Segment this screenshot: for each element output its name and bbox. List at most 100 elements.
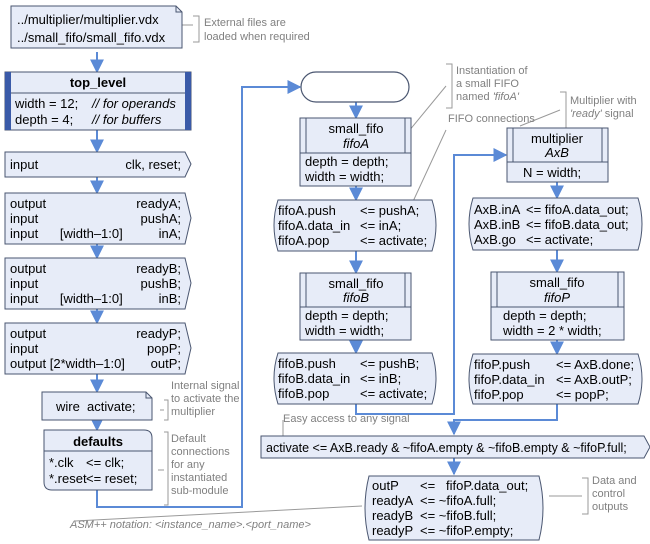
svg-text:Default: Default [171, 433, 206, 445]
svg-text:pushB;: pushB; [141, 276, 181, 291]
files-note: External files are loaded when required [204, 17, 310, 43]
svg-text:control: control [592, 488, 625, 500]
svg-text:loaded when required: loaded when required [204, 31, 310, 43]
svg-text:fifoB.data_in: fifoB.data_in [278, 371, 350, 386]
external-files-box: ../multiplier/multiplier.vdx ../small_fi… [10, 5, 183, 49]
svg-text:<= pushA;: <= pushA; [360, 203, 419, 218]
input-clk-box: input clk, reset; [4, 151, 192, 178]
svg-text:width = 2 * width;: width = 2 * width; [502, 323, 602, 338]
svg-text:fifoA.push: fifoA.push [278, 203, 336, 218]
svg-text:fifoA.pop: fifoA.pop [278, 233, 329, 248]
top-level-title: top_level [70, 75, 126, 90]
svg-text:<= AxB.outP;: <= AxB.outP; [556, 372, 632, 387]
start-terminal [300, 71, 410, 103]
svg-text:outputs: outputs [592, 501, 629, 513]
fifoA-connections-box: fifoA.push <= pushA; fifoA.data_in <= in… [273, 199, 437, 252]
svg-text:*.clk: *.clk [49, 455, 74, 470]
svg-text:outP: outP [372, 478, 399, 493]
arrow-defaults-to-start [96, 80, 302, 508]
svg-text:Data and: Data and [592, 475, 637, 487]
svg-text:pushA;: pushA; [141, 211, 181, 226]
svg-text:AxB.go: AxB.go [474, 232, 516, 247]
svg-text:fifoA: fifoA [343, 136, 369, 151]
svg-text:multiplier: multiplier [531, 131, 584, 146]
wire-box: wire activate; [41, 391, 153, 421]
svg-text:depth = depth;: depth = depth; [503, 308, 587, 323]
svg-text:<= reset;: <= reset; [86, 471, 137, 486]
defaults-note: Default connections for any instantiated… [171, 433, 230, 497]
svg-text:popP;: popP; [147, 341, 181, 356]
svg-text:input [width–1:0]: input [width–1:0] [10, 226, 123, 241]
svg-text:<= activate;: <= activate; [360, 386, 427, 401]
svg-text:readyP;: readyP; [136, 326, 181, 341]
fifo-connections-note: FIFO connections [448, 113, 535, 125]
outputs-box: outP <= fifoP.data_out; readyA <= ~fifoA… [364, 475, 544, 541]
fifoB-connections-box: fifoB.push <= pushB; fifoB.data_in <= in… [273, 352, 437, 405]
file-multiplier: ../multiplier/multiplier.vdx [17, 12, 159, 27]
svg-text:'ready' signal: 'ready' signal [570, 108, 634, 120]
svg-text:<= activate;: <= activate; [526, 232, 593, 247]
fifoP-connections-box: fifoP.push <= AxB.done; fifoP.data_in <=… [468, 353, 643, 405]
svg-text:// for operands: // for operands [91, 96, 176, 111]
outputs-note: Data and control outputs [592, 475, 637, 513]
svg-text:*.reset: *.reset [49, 471, 87, 486]
svg-text:<= activate;: <= activate; [360, 233, 427, 248]
svg-text:sub-module: sub-module [171, 485, 228, 497]
svg-text:connections: connections [171, 446, 230, 458]
svg-text:to activate the: to activate the [171, 393, 240, 405]
svg-text:named 'fifoA': named 'fifoA' [456, 91, 520, 103]
svg-text:<= AxB.done;: <= AxB.done; [556, 357, 634, 372]
svg-text:width = width;: width = width; [304, 169, 384, 184]
svg-text:readyA: readyA [372, 493, 414, 508]
svg-text:small_fifo: small_fifo [329, 276, 384, 291]
svg-text:output: output [10, 196, 47, 211]
svg-text:fifoB.pop: fifoB.pop [278, 386, 329, 401]
svg-text:inA;: inA; [159, 226, 181, 241]
svg-text:fifoP: fifoP [544, 290, 570, 305]
svg-text:small_fifo: small_fifo [329, 121, 384, 136]
svg-text:input: input [10, 157, 39, 172]
note-lines [74, 15, 589, 522]
svg-text:fifoA.data_in: fifoA.data_in [278, 218, 350, 233]
multiplier-connections-box: AxB.inA <= fifoA.data_out; AxB.inB <= fi… [468, 197, 643, 251]
svg-text:AxB: AxB [544, 145, 569, 160]
svg-text:depth = depth;: depth = depth; [305, 308, 389, 323]
fifoB-instance-box: small_fifo fifoB depth = depth; width = … [299, 272, 412, 341]
asm-notation-note: ASM++ notation: <instance_name>.<port_na… [69, 519, 312, 531]
svg-text:AxB.inA: AxB.inA [474, 202, 521, 217]
arrow-connP-to-activate [447, 404, 558, 436]
svg-text:fifoB.push: fifoB.push [278, 356, 336, 371]
svg-text:N = width;: N = width; [523, 165, 581, 180]
svg-text:fifoP.push: fifoP.push [474, 357, 530, 372]
svg-text:<= fifoB.data_out;: <= fifoB.data_out; [526, 217, 629, 232]
svg-text:outP;: outP; [151, 356, 181, 371]
wire-note: Internal signal to activate the multipli… [171, 380, 240, 418]
svg-text:<= fifoP.data_out;: <= fifoP.data_out; [420, 478, 528, 493]
svg-text:<= ~fifoP.empty;: <= ~fifoP.empty; [420, 523, 513, 538]
svg-text:<= fifoA.data_out;: <= fifoA.data_out; [526, 202, 629, 217]
svg-text:multiplier: multiplier [171, 406, 215, 418]
arrow-connB-to-mult [355, 148, 508, 415]
easy-access-note: Easy access to any signal [283, 413, 410, 425]
port-group-p: output readyP; input popP; output [2*wid… [4, 322, 192, 375]
svg-text:<= inA;: <= inA; [360, 218, 401, 233]
multiplier-note: Multiplier with 'ready' signal [570, 95, 637, 120]
multiplier-instance-box: multiplier AxB N = width; [506, 127, 609, 183]
svg-text:instantiated: instantiated [171, 472, 227, 484]
svg-text:<= ~fifoA.full;: <= ~fifoA.full; [420, 493, 496, 508]
port-group-a: output readyA; input pushA; input [width… [4, 192, 192, 245]
svg-text:readyP: readyP [372, 523, 413, 538]
svg-text:Internal signal: Internal signal [171, 380, 240, 392]
svg-text:output [2*width–1:0]: output [2*width–1:0] [10, 356, 125, 371]
fifoP-instance-box: small_fifo fifoP depth = depth; width = … [490, 271, 625, 341]
port-group-b: output readyB; input pushB; input [width… [4, 257, 192, 310]
svg-text:clk, reset;: clk, reset; [125, 157, 181, 172]
svg-text:input: input [10, 341, 39, 356]
svg-text:<= ~fifoB.full;: <= ~fifoB.full; [420, 508, 496, 523]
svg-text:fifoP.pop: fifoP.pop [474, 387, 524, 402]
svg-text:<= clk;: <= clk; [86, 455, 124, 470]
svg-text:output: output [10, 261, 47, 276]
svg-text:Instantiation of: Instantiation of [456, 65, 528, 77]
svg-text:<= inB;: <= inB; [360, 371, 401, 386]
connectors [90, 52, 564, 508]
